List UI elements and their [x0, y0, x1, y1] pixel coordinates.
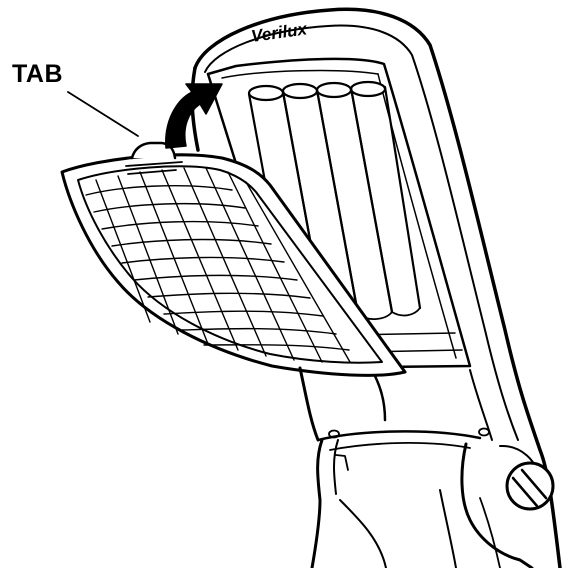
tab-leader-line: [67, 91, 139, 137]
lamp-base: [339, 442, 541, 568]
hinge-assembly: [298, 366, 490, 568]
tube-4: [349, 80, 422, 314]
diffuser-cover: [60, 153, 407, 377]
adjustment-knob: [505, 461, 555, 511]
lift-arrow-icon: [165, 83, 223, 149]
diffuser-grid: [85, 167, 351, 363]
cover-tab: [125, 141, 183, 175]
tab-callout-label: TAB: [12, 60, 64, 88]
